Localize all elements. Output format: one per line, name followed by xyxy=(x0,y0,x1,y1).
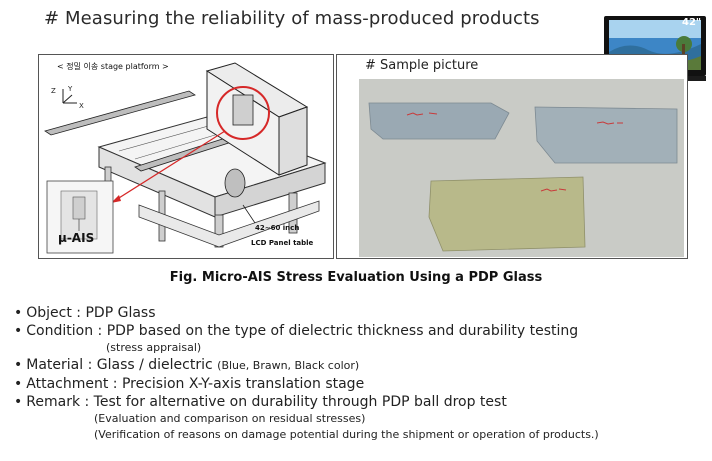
page-heading: # Measuring the reliability of mass-prod… xyxy=(44,8,540,29)
ais-label: μ-AIS xyxy=(58,231,95,245)
axis-z-label: Z xyxy=(51,87,56,95)
sample-picture-figure: # Sample picture xyxy=(336,54,688,259)
axis-x-label: X xyxy=(79,102,84,110)
stage-platform-drawing xyxy=(44,62,327,254)
panel-table-label: LCD Panel table xyxy=(251,239,314,247)
bullet-condition-text: Condition : PDP based on the type of die… xyxy=(26,323,579,339)
bullet-dot: • xyxy=(14,357,23,373)
stage-platform-figure: < 정밀 이송 stage platform > Z Y X μ-AIS 42~… xyxy=(38,54,334,259)
sample-photo xyxy=(359,79,684,257)
bullet-remark-text: Remark : Test for alternative on durabil… xyxy=(26,394,507,410)
bullet-material: •Material : Glass / dielectric (Blue, Br… xyxy=(14,356,704,375)
bullet-condition-sub: (stress appraisal) xyxy=(106,341,202,354)
bullet-dot: • xyxy=(14,376,23,392)
bullet-remark-sub-2: (Verification of reasons on damage poten… xyxy=(94,428,599,441)
figure-caption: Fig. Micro-AIS Stress Evaluation Using a… xyxy=(169,270,543,285)
panel-size-label: 42~60 inch xyxy=(255,224,300,232)
stage-caption: < 정밀 이송 stage platform > xyxy=(57,62,169,71)
bullet-remark-sub-1: (Evaluation and comparison on residual s… xyxy=(94,412,366,425)
bullet-dot: • xyxy=(14,323,23,339)
bullet-remark: •Remark : Test for alternative on durabi… xyxy=(14,393,704,411)
bullet-object-text: Object : PDP Glass xyxy=(26,305,156,321)
bullet-object: •Object : PDP Glass xyxy=(14,304,704,322)
axis-y-label: Y xyxy=(68,85,73,93)
bullet-list: •Object : PDP Glass •Condition : PDP bas… xyxy=(14,304,704,443)
bullet-condition: •Condition : PDP based on the type of di… xyxy=(14,322,704,340)
bullet-dot: • xyxy=(14,305,23,321)
bullet-material-text: Material : Glass / dielectric xyxy=(26,357,213,373)
sample-title: # Sample picture xyxy=(365,58,479,73)
bullet-attachment-text: Attachment : Precision X-Y-axis translat… xyxy=(26,376,365,392)
bullet-attachment: •Attachment : Precision X-Y-axis transla… xyxy=(14,375,704,393)
bullet-dot: • xyxy=(14,394,23,410)
bullet-material-colors: (Blue, Brawn, Black color) xyxy=(217,359,360,372)
tv-size-label: 42" xyxy=(682,17,702,28)
